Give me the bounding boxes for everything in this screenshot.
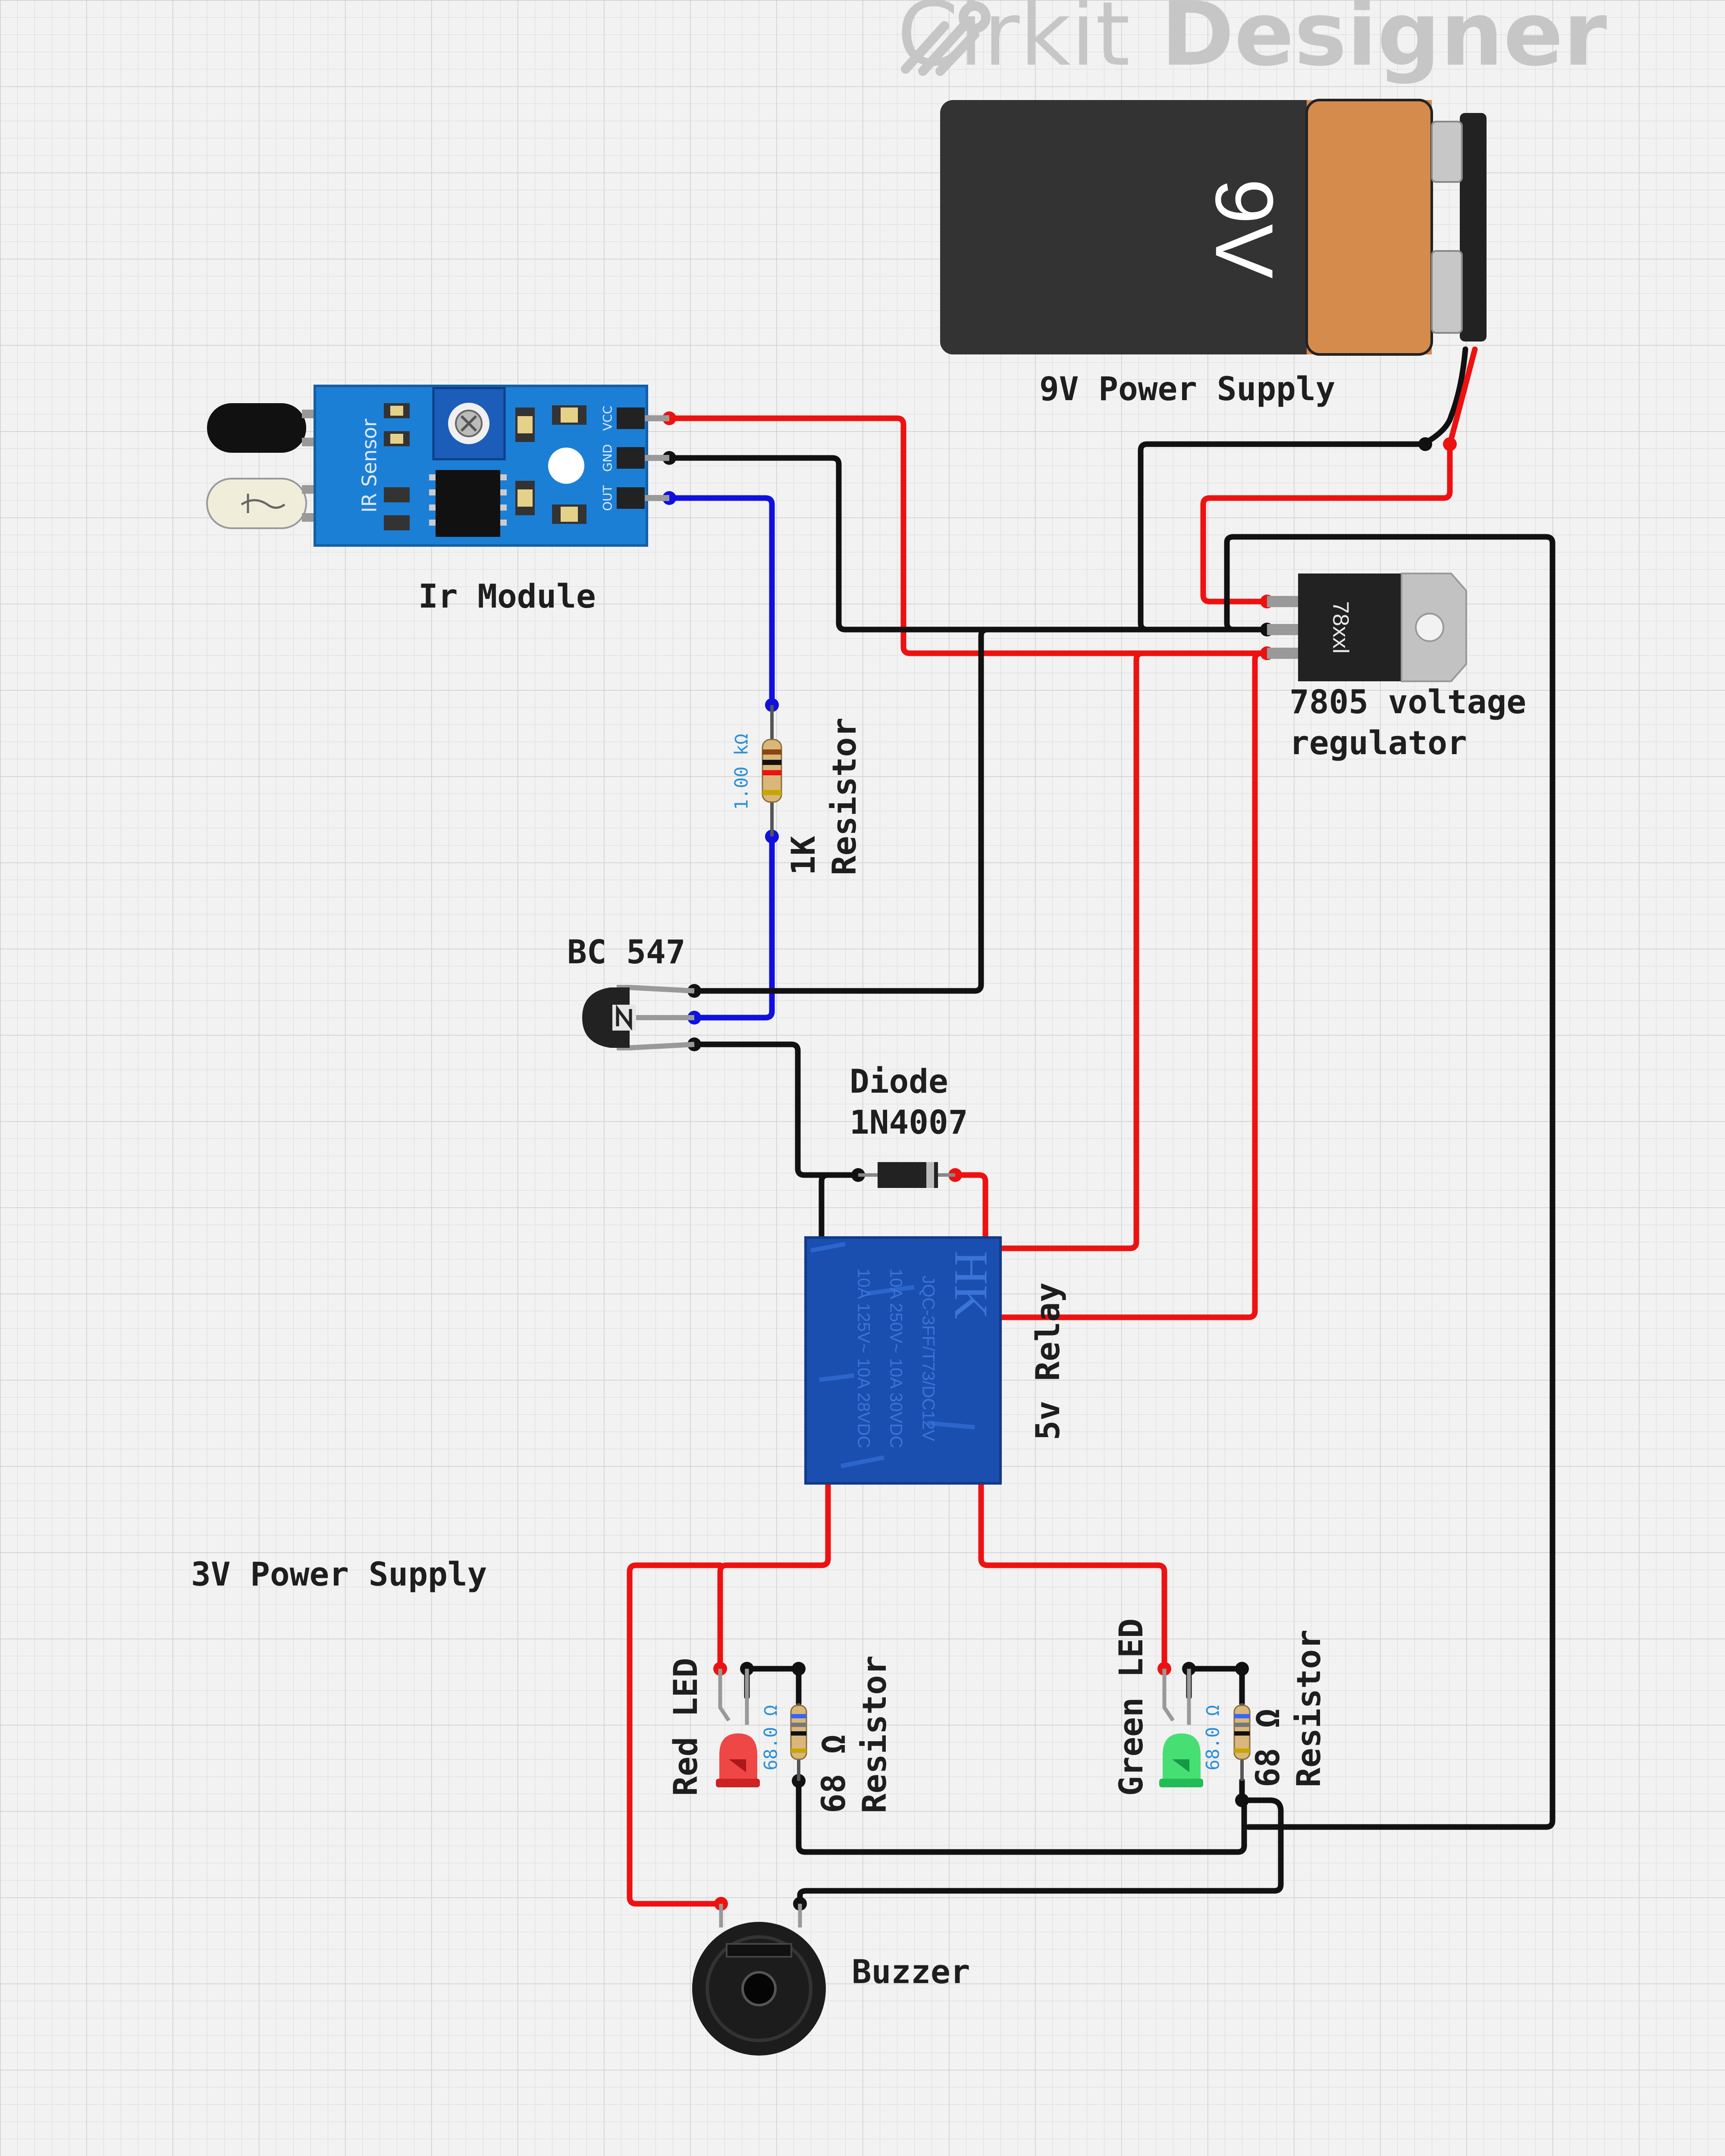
buzzer[interactable] — [692, 1904, 826, 2056]
green-led-label: Green LED — [1112, 1618, 1150, 1796]
brand-light: Cirkit — [897, 0, 1130, 86]
cirkit-designer-logo: Cirkit Designer — [897, 0, 1607, 79]
battery-terminal-icon — [1431, 121, 1463, 334]
diode-label: Diode 1N4007 — [850, 1062, 968, 1141]
green-resistor-value: 68.0 Ω — [1202, 1705, 1223, 1771]
ir-board-label: IR Sensor — [358, 419, 381, 513]
battery-voltage-text: 9V — [1198, 179, 1290, 279]
voltage-regulator[interactable]: 78xxl — [1267, 573, 1467, 682]
wire-relay-5v[interactable] — [982, 650, 1146, 1251]
transistor-bc547[interactable] — [582, 985, 695, 1050]
relay-spec-3: 10A 125V~ 10A 28VDC — [854, 1269, 873, 1448]
wire-red-res-gnd[interactable] — [796, 1778, 1247, 1855]
relay-spec-2: 10A 250V~ 10A 30VDC — [886, 1269, 905, 1448]
wire-3v-negative[interactable] — [1224, 534, 1556, 1830]
green-resistor-label: 68 Ω Resistor — [1248, 1629, 1328, 1787]
relay-spec-1: JQC-3FF/T73/DC12V — [919, 1275, 938, 1442]
red-resistor-value: 68.0 Ω — [760, 1705, 781, 1771]
supply-3v-label: 3V Power Supply — [191, 1555, 487, 1593]
relay-label: 5v Relay — [1029, 1282, 1067, 1440]
ir-module[interactable]: IR Sensor VCC GND OUT — [206, 385, 669, 547]
buzzer-port-icon — [741, 1971, 777, 2006]
wire-ir-vcc[interactable] — [666, 415, 1270, 656]
red-led[interactable] — [716, 1669, 760, 1787]
battery-9v[interactable]: 9V — [940, 99, 1487, 356]
ir-pin-gnd: GND — [600, 444, 615, 472]
battery-label: 9V Power Supply — [1039, 370, 1336, 408]
wire-emitter-gnd[interactable] — [691, 627, 991, 994]
resistor-1k[interactable]: 1.00 kΩ — [731, 705, 782, 837]
led-die-icon — [729, 1759, 746, 1772]
red-resistor-label: 68 Ω Resistor — [814, 1655, 894, 1813]
ir-receiver-icon — [206, 478, 319, 529]
resistor-1k-value: 1.00 kΩ — [731, 733, 752, 810]
wire-ir-gnd[interactable] — [666, 455, 1270, 633]
wire-buzzer-gnd[interactable] — [797, 1797, 1284, 1907]
wire-relay-nc[interactable] — [717, 1463, 831, 1672]
ir-pin-out: OUT — [600, 485, 615, 511]
wire-diode-cathode[interactable] — [952, 1172, 988, 1251]
transistor-label: BC 547 — [567, 933, 686, 971]
relay-5v[interactable]: HK JQC-3FF/T73/DC12V 10A 250V~ 10A 30VDC… — [804, 1236, 1002, 1485]
red-led-label: Red LED — [666, 1658, 705, 1796]
led-die-icon — [1172, 1759, 1189, 1772]
wire-ir-out[interactable] — [666, 495, 775, 708]
wire-relay-coil-a[interactable] — [819, 1172, 861, 1256]
indicator-led-icon — [548, 448, 584, 484]
resistor-red-led[interactable]: 68.0 Ω — [760, 1703, 807, 1781]
brand-bold: Designer — [1160, 0, 1607, 86]
regulator-chip-label: 78xxl — [1328, 601, 1353, 653]
relay-brand: HK — [945, 1251, 997, 1319]
ir-module-label: Ir Module — [418, 577, 596, 615]
regulator-label: 7805 voltage regulator — [1289, 683, 1527, 762]
cirkit-logo-icon — [901, 1, 991, 76]
wire-resistor-base[interactable] — [691, 834, 775, 1021]
ir-emitter-icon — [207, 403, 319, 453]
diode-1n4007[interactable] — [858, 1162, 955, 1188]
resistor-green-led[interactable]: 68.0 Ω — [1202, 1703, 1251, 1781]
ir-pin-vcc: VCC — [600, 406, 615, 431]
wire-collector[interactable] — [691, 1041, 861, 1178]
resistor-1k-label: 1K Resistor — [784, 717, 863, 875]
buzzer-label: Buzzer — [852, 1952, 970, 1991]
ir-board-parts — [384, 387, 669, 537]
green-led[interactable] — [1159, 1669, 1203, 1787]
wire-battery-pos[interactable] — [1200, 346, 1478, 605]
wire-3v-positive[interactable] — [627, 1562, 724, 1907]
wire-relay-no[interactable] — [978, 1463, 1167, 1672]
